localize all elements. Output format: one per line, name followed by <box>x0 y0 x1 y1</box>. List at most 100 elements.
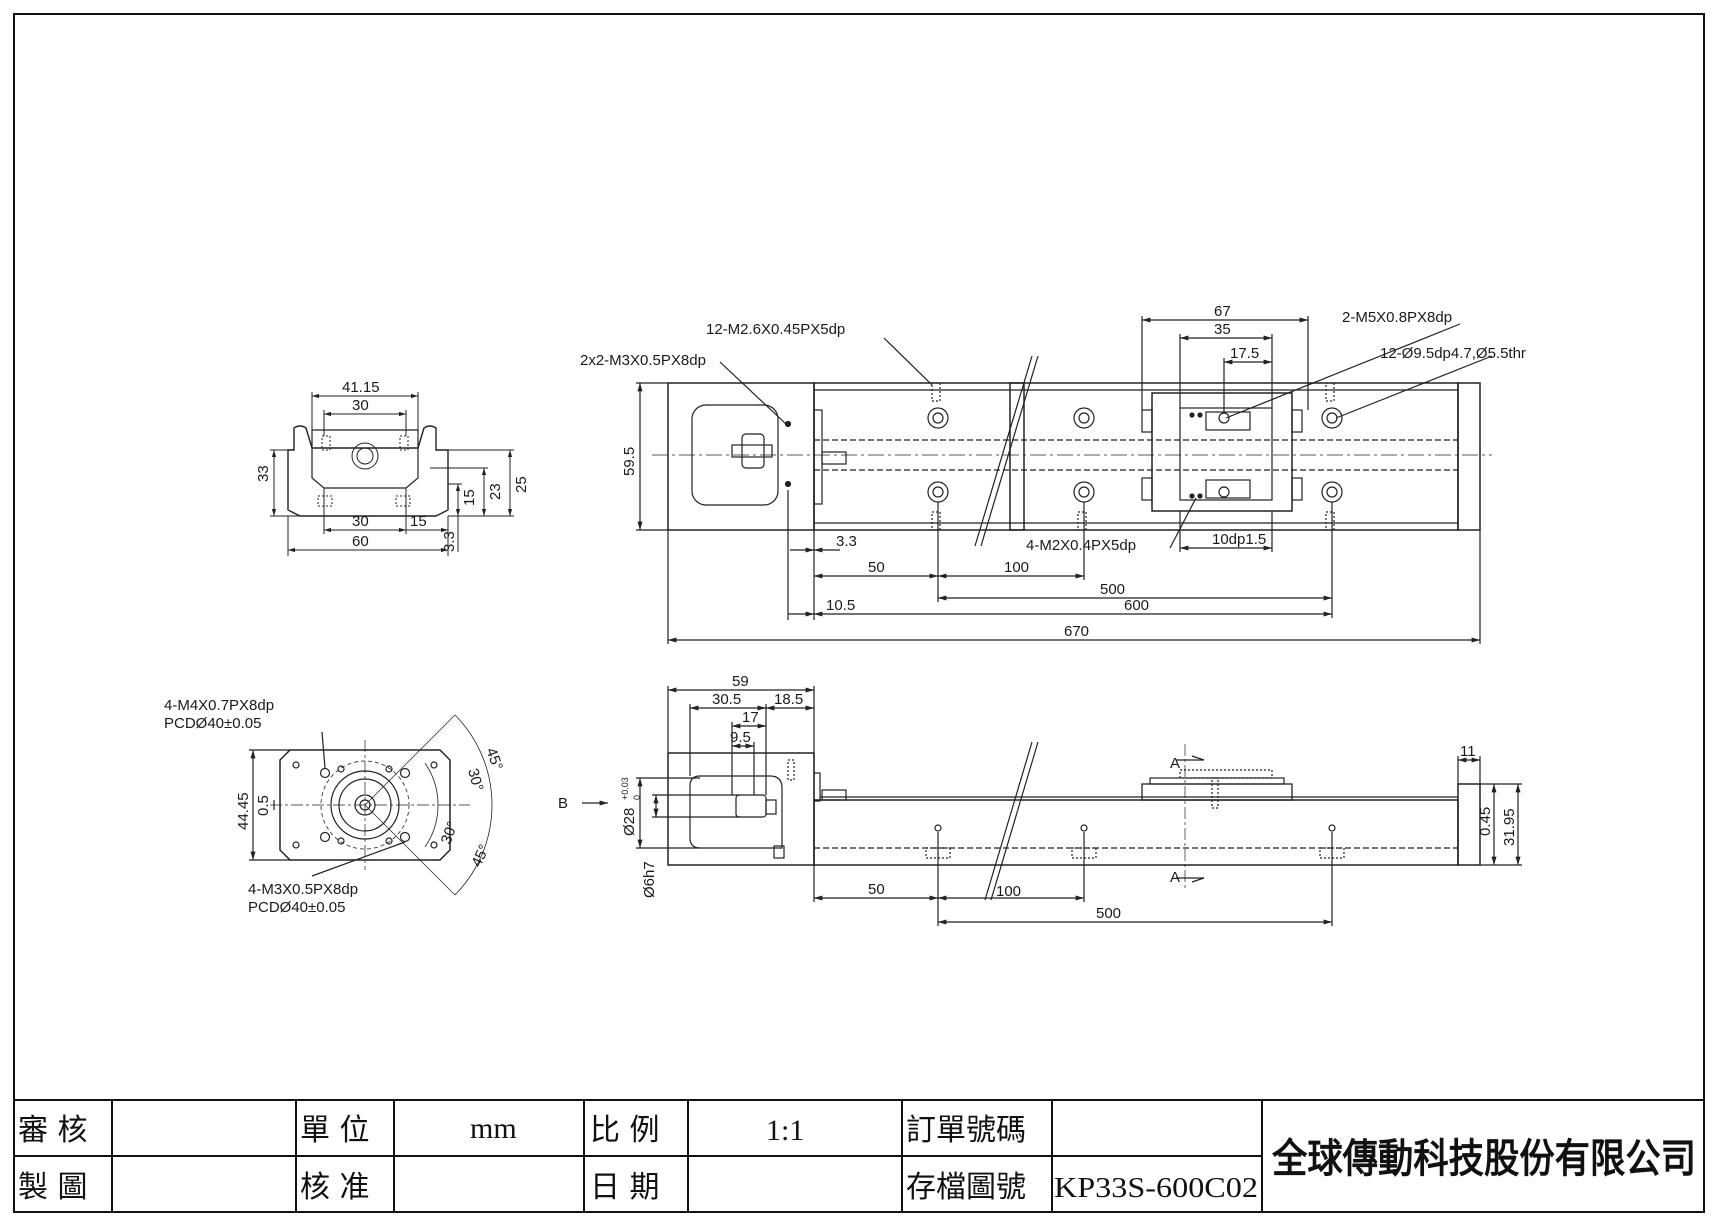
end-dim-25: 25 <box>513 476 530 493</box>
top-dim-17-5: 17.5 <box>1230 345 1259 362</box>
top-view-end-cap <box>1457 382 1481 531</box>
tb-file-label: 存檔圖號 <box>906 1170 1026 1205</box>
side-dim-17: 17 <box>742 709 759 726</box>
end-dim-41-15: 41.15 <box>342 379 380 396</box>
note-carriage-tap: 2-M5X0.8PX8dp <box>1342 309 1452 326</box>
note-counterbore: 12-Ø9.5dp4.7,Ø5.5thr <box>1380 345 1526 362</box>
tb-unit-label: 單 位 <box>300 1113 370 1148</box>
flange-view <box>249 714 493 896</box>
top-dim-35: 35 <box>1214 321 1231 338</box>
side-dim-18-5: 18.5 <box>774 691 803 708</box>
end-view-tap-right <box>399 435 409 451</box>
end-view <box>270 392 514 556</box>
top-dim-500: 500 <box>1100 581 1125 598</box>
tb-approve-label: 核 准 <box>300 1170 370 1205</box>
tb-company-name: 全球傳動科技股份有限公司 <box>1271 1135 1696 1182</box>
top-view-rail-right <box>1009 382 1459 531</box>
top-dim-670: 670 <box>1064 623 1089 640</box>
break-line <box>984 741 1033 901</box>
counterbore-hole <box>1321 481 1343 503</box>
tb-drawn-label: 製 圖 <box>18 1170 88 1205</box>
counterbore-hole <box>1321 407 1343 429</box>
end-view-base-tap-left <box>317 495 333 507</box>
tb-file-value: KP33S-600C02 <box>1054 1173 1258 1204</box>
side-view-end-cap <box>1457 783 1481 866</box>
side-view-coupling-window <box>689 775 783 849</box>
side-dim-11: 11 <box>1460 743 1476 760</box>
end-dim-15-h: 15 <box>410 513 427 530</box>
side-dim-shaft6: Ø6h7 <box>641 861 658 898</box>
end-view-carriage <box>311 429 419 489</box>
side-dim-tol-up: +0.03 <box>620 777 630 800</box>
top-dim-100: 100 <box>1004 559 1029 576</box>
top-dim-10-5: 10.5 <box>826 597 855 614</box>
break-line <box>974 355 1033 547</box>
top-view-coupling-knob <box>741 433 765 469</box>
flange-note-top-2: PCDØ40±0.05 <box>164 715 261 732</box>
side-label-a-top: A <box>1170 755 1180 772</box>
flange-plate <box>279 749 451 861</box>
end-view-base-tap-right <box>395 495 411 507</box>
top-view <box>636 316 1493 644</box>
side-view-rail <box>813 799 1459 866</box>
side-label-a-bot: A <box>1170 869 1180 886</box>
tb-scale-label: 比 例 <box>590 1113 660 1148</box>
note-depth: 10dp1.5 <box>1212 531 1266 548</box>
flange-note-bot-2: PCDØ40±0.05 <box>248 899 345 916</box>
side-label-b: B <box>558 795 568 812</box>
title-block <box>14 1099 1704 1212</box>
end-dim-23: 23 <box>487 483 504 500</box>
counterbore-hole <box>1073 407 1095 429</box>
tb-date-label: 日 期 <box>590 1170 660 1205</box>
top-dim-600: 600 <box>1124 597 1149 614</box>
side-view <box>582 686 1522 926</box>
flange-dim-0-5: 0.5 <box>255 795 272 816</box>
top-dim-50: 50 <box>868 559 885 576</box>
drawing-border <box>13 13 1705 1213</box>
top-dim-59-5: 59.5 <box>621 447 638 476</box>
flange-pcd-circle <box>320 760 410 850</box>
counterbore-hole <box>1073 481 1095 503</box>
tb-order-label: 訂單號碼 <box>906 1113 1026 1148</box>
end-dim-30-top: 30 <box>352 397 369 414</box>
note-motor-holes: 2x2-M3X0.5PX8dp <box>580 352 706 369</box>
side-dim-31-95: 31.95 <box>1501 808 1518 846</box>
side-dim-500: 500 <box>1096 905 1121 922</box>
flange-angle-45-top: 45° <box>482 746 506 773</box>
tb-scale-value: 1:1 <box>766 1114 804 1147</box>
side-dim-0-45: 0.45 <box>1477 807 1494 836</box>
end-dim-3-3: 3.3 <box>441 531 458 552</box>
counterbore-hole <box>927 407 949 429</box>
side-dim-59: 59 <box>732 673 749 690</box>
tb-review-label: 審 核 <box>18 1113 88 1148</box>
flange-note-bot-1: 4-M3X0.5PX8dp <box>248 881 358 898</box>
note-carriage-small: 4-M2X0.4PX5dp <box>1026 537 1136 554</box>
end-dim-15-v: 15 <box>461 489 478 506</box>
top-dim-3-3: 3.3 <box>836 533 857 550</box>
side-dim-shaft28: Ø28 <box>621 808 638 836</box>
flange-dim-44-45: 44.45 <box>235 792 252 830</box>
flange-note-top-1: 4-M4X0.7PX8dp <box>164 697 274 714</box>
end-dim-33: 33 <box>255 465 272 482</box>
break-line <box>990 741 1039 901</box>
end-view-screw-core <box>356 447 374 465</box>
side-dim-100: 100 <box>996 883 1021 900</box>
flange-angle-30-top: 30° <box>464 767 486 793</box>
top-view-carriage <box>1151 392 1293 512</box>
side-dim-tol-low: 0 <box>632 795 642 800</box>
side-dim-50: 50 <box>868 881 885 898</box>
counterbore-hole <box>927 481 949 503</box>
top-dim-67: 67 <box>1214 303 1231 320</box>
break-line <box>980 355 1039 547</box>
note-hole-top: 12-M2.6X0.45PX5dp <box>706 321 845 338</box>
side-dim-9-5: 9.5 <box>730 729 751 746</box>
side-dim-30-5: 30.5 <box>712 691 741 708</box>
end-dim-60: 60 <box>352 533 369 550</box>
end-view-tap-left <box>321 435 331 451</box>
flange-angle-45-bot: 45° <box>468 842 493 870</box>
flange-angle-30-bot: 30° <box>438 819 462 846</box>
end-view-profile <box>287 425 449 517</box>
tb-unit-value: mm <box>470 1112 517 1145</box>
top-view-coupling-shaft <box>731 444 773 458</box>
